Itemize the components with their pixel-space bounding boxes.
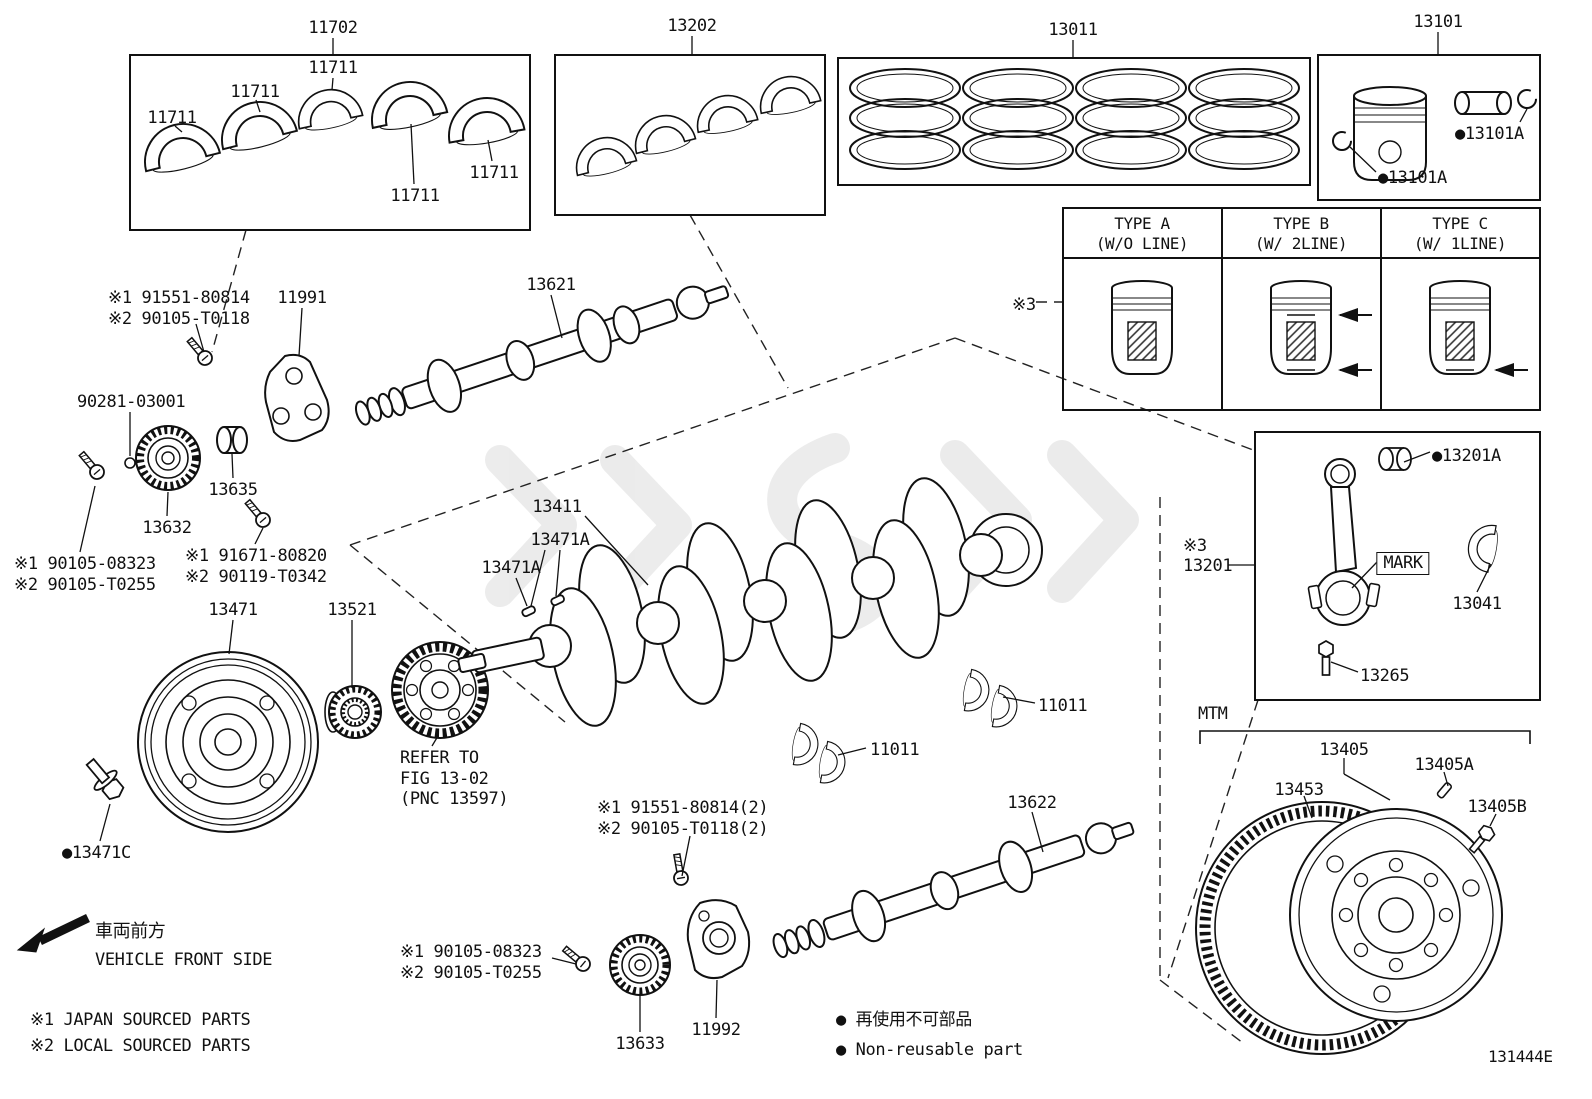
type-table-pistons	[1111, 280, 1528, 377]
label-13471a: 13471A	[530, 530, 590, 550]
crank-pulley	[137, 651, 319, 833]
box-connecting-rod	[1254, 431, 1541, 701]
gear-key	[124, 457, 136, 469]
label-9028103001: 90281-03001	[77, 392, 186, 412]
label-text: ● 再使用不可部品	[836, 1010, 972, 1030]
front-parts	[75, 334, 489, 833]
box-piston	[1317, 54, 1541, 201]
label-13202: 13202	[667, 16, 717, 36]
label-13101a: ●13101A	[1455, 124, 1524, 144]
label-19010508323290105t02: ※1 90105-08323 ※2 90105-T0255	[14, 554, 156, 595]
label-13411: 13411	[532, 497, 582, 517]
label-13011: 13011	[1048, 20, 1098, 40]
label-13521: 13521	[327, 600, 377, 620]
balance-shaft-2	[772, 821, 1135, 959]
label-11991: 11991	[277, 288, 327, 308]
label-19010508323290105t02: ※1 90105-08323 ※2 90105-T0255	[400, 942, 542, 983]
label-11711: 11711	[390, 186, 440, 206]
label-text: 車両前方	[95, 921, 166, 942]
crankshaft	[457, 477, 1043, 727]
label-13405a: 13405A	[1414, 755, 1474, 775]
piston-pin	[1454, 91, 1470, 115]
label-11711: 11711	[308, 58, 358, 78]
flywheel-bolt-13405b	[1468, 824, 1496, 854]
label-13041: 13041	[1452, 594, 1502, 614]
crank-sprocket	[324, 685, 382, 739]
rod-bolt	[1318, 640, 1334, 676]
label-typeawoline: TYPE A (W/O LINE)	[1095, 214, 1189, 253]
piston-assembly	[1332, 86, 1537, 181]
leader-lines	[79, 32, 1528, 1032]
mtm-bracket	[1199, 730, 1531, 744]
dowel-pin-13405a	[1436, 782, 1452, 799]
label-13405: 13405	[1319, 740, 1369, 760]
label-11011: 11011	[1038, 696, 1088, 716]
label-13471a: 13471A	[481, 558, 541, 578]
bushing-13635	[216, 426, 248, 454]
label-11711: 11711	[469, 163, 519, 183]
box-piston-rings	[837, 57, 1311, 186]
label-13265: 13265	[1360, 666, 1410, 686]
label-3: ※3	[1183, 536, 1207, 556]
label-13471: 13471	[208, 600, 258, 620]
label-13471c: ●13471C	[62, 843, 131, 863]
crank-keys	[521, 594, 565, 618]
flywheel	[1195, 782, 1503, 1055]
balance-shaft-1	[354, 285, 730, 426]
label-13621: 13621	[526, 275, 576, 295]
label-13101a: ●13101A	[1378, 168, 1447, 188]
label-131444e: 131444E	[1488, 1047, 1553, 1066]
label-13632: 13632	[142, 518, 192, 538]
label-13622: 13622	[1007, 793, 1057, 813]
label-3: ※3	[1012, 295, 1036, 315]
label-mtm: MTM	[1198, 704, 1228, 724]
connecting-rod	[1307, 447, 1501, 676]
label-19155180814290105t01: ※1 91551-80814 ※2 90105-T0118	[108, 288, 250, 329]
label-11702: 11702	[308, 18, 358, 38]
label-191551808142290105t0: ※1 91551-80814(2) ※2 90105-T0118(2)	[597, 798, 769, 839]
label-typecw1line: TYPE C (W/ 1LINE)	[1413, 214, 1507, 253]
label-mark: MARK	[1376, 552, 1430, 575]
driven-gear-13633	[609, 934, 671, 996]
balance-shaft-gear	[135, 425, 201, 491]
label-vehiclefrontside: VEHICLE FRONT SIDE	[95, 950, 273, 970]
vehicle-front-arrow	[16, 913, 90, 953]
label-13635: 13635	[208, 480, 258, 500]
label-13201: 13201	[1183, 556, 1233, 576]
label-13101: 13101	[1413, 12, 1463, 32]
box-main-bearings	[129, 54, 531, 231]
dashed-association-lines	[211, 214, 1259, 1044]
label-refertofig1302pnc135: REFER TO FIG 13-02 (PNC 13597)	[400, 748, 509, 810]
label-11711: 11711	[147, 108, 197, 128]
label-1japansourcedparts: ※1 JAPAN SOURCED PARTS	[30, 1010, 251, 1030]
label-19167180820290119t03: ※1 91671-80820 ※2 90119-T0342	[185, 546, 327, 587]
box-rod-bearings	[554, 54, 826, 216]
bracket-11992	[686, 899, 751, 980]
label-11711: 11711	[230, 82, 280, 102]
label-nonreusablepart: ● Non-reusable part	[836, 1040, 1023, 1060]
label-13453: 13453	[1274, 780, 1324, 800]
label-13633: 13633	[615, 1034, 665, 1054]
label-11992: 11992	[691, 1020, 741, 1040]
snap-ring	[1517, 89, 1537, 109]
snap-ring	[1332, 131, 1352, 151]
label-13405b: 13405B	[1467, 797, 1527, 817]
label-11011: 11011	[870, 740, 920, 760]
group-boxes	[129, 54, 1541, 701]
label-typebw2line: TYPE B (W/ 2LINE)	[1254, 214, 1348, 253]
label-2localsourcedparts: ※2 LOCAL SOURCED PARTS	[30, 1036, 251, 1056]
label-13201a: ●13201A	[1432, 446, 1501, 466]
bottom-drive-parts	[559, 852, 751, 996]
type-table	[1062, 207, 1541, 411]
pulley-bolt	[85, 757, 125, 801]
